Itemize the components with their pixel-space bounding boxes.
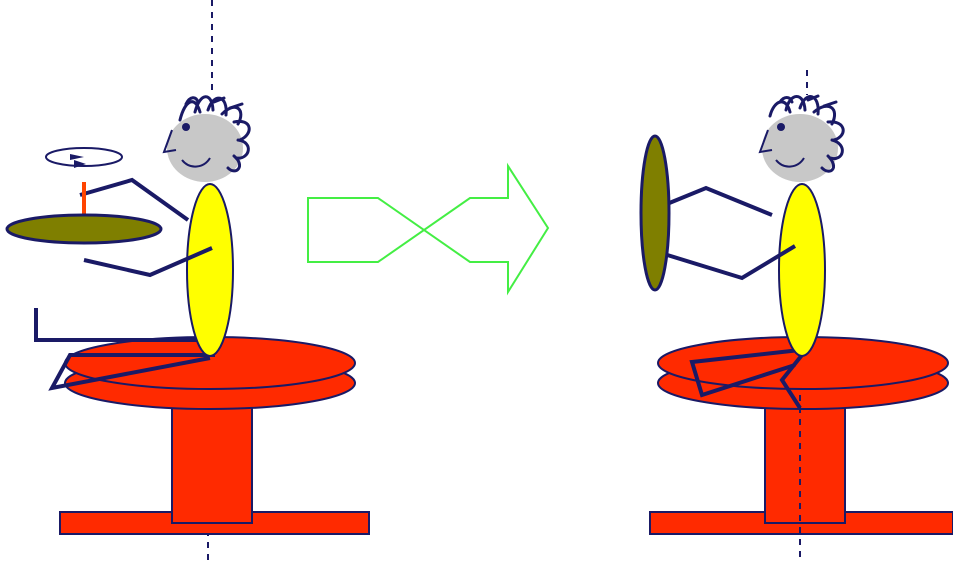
right-wheel bbox=[639, 134, 671, 292]
left-person-leg bbox=[34, 308, 210, 342]
right-person-nose bbox=[758, 129, 773, 154]
left-person-upper-arm bbox=[79, 177, 190, 222]
right-scene bbox=[639, 70, 953, 560]
rotation-direction-icon bbox=[45, 147, 123, 168]
right-person-upper-arm bbox=[661, 185, 773, 217]
right-person-eye bbox=[777, 123, 785, 131]
left-person-lower-arm bbox=[83, 246, 213, 278]
right-stool-column bbox=[764, 394, 846, 524]
left-person-eye bbox=[182, 123, 190, 131]
left-person-leg-lower bbox=[48, 353, 215, 391]
right-person-mouth bbox=[775, 157, 805, 168]
left-scene bbox=[5, 0, 370, 560]
left-wheel bbox=[5, 213, 163, 245]
left-person-hair bbox=[178, 95, 251, 173]
left-person-nose bbox=[162, 129, 177, 154]
right-person-leg bbox=[689, 348, 801, 398]
right-person-leg-lower bbox=[779, 353, 804, 410]
right-person-hair bbox=[768, 94, 845, 173]
left-stool-column bbox=[171, 394, 253, 524]
right-person-body bbox=[778, 183, 826, 357]
left-person-mouth bbox=[181, 157, 211, 168]
transition-arrow-icon bbox=[307, 162, 550, 296]
right-person-lower-arm bbox=[663, 244, 797, 281]
left-person-body bbox=[186, 183, 234, 357]
